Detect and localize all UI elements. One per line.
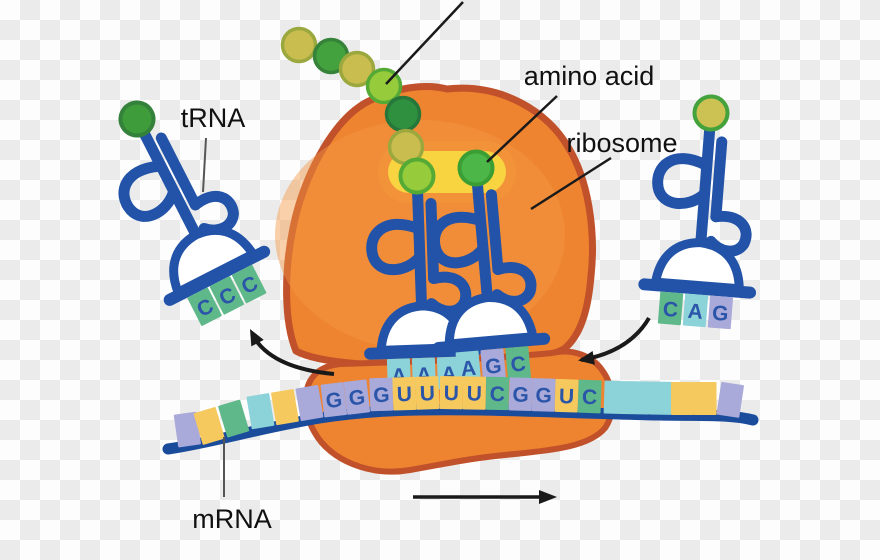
mrna-square xyxy=(671,382,694,415)
trna-stem xyxy=(137,125,203,243)
mrna-nucleotide: U xyxy=(554,378,579,413)
amino-acid-ball xyxy=(338,50,376,88)
mrna-label: mRNA xyxy=(192,504,272,534)
trna-left-loop xyxy=(366,218,425,276)
trna-acceptor-arm xyxy=(485,189,504,275)
mrna-letter: U xyxy=(467,382,483,405)
amino-acid-ball xyxy=(118,100,156,138)
mrna-square xyxy=(271,389,299,426)
amino-acid-pointer-line xyxy=(486,95,558,163)
mrna-nucleotide: U xyxy=(415,376,440,410)
mrna-nucleotide: G xyxy=(320,382,348,418)
mrna-nucleotide: U xyxy=(462,376,487,410)
anticodon-square: C xyxy=(209,276,245,315)
mrna-letter: U xyxy=(559,385,575,408)
amino-acid-ball xyxy=(280,26,318,64)
mrna-letter: C xyxy=(582,386,598,409)
anticodon-square: C xyxy=(505,346,531,380)
mrna-letter: G xyxy=(535,384,552,408)
anticodon-square: G xyxy=(707,295,734,330)
trna-anticodon-bell xyxy=(651,238,744,294)
trna-base-bar xyxy=(163,245,271,306)
anticodon-square: C xyxy=(187,287,222,326)
anticodon-letter: G xyxy=(484,355,502,379)
mrna-nucleotide: G xyxy=(531,378,556,412)
mrna-nucleotide: C xyxy=(577,379,602,414)
anticodon-square: C xyxy=(231,264,267,304)
mrna-square xyxy=(693,382,717,415)
amino-acid-ball xyxy=(398,157,436,195)
trna-pointer-line xyxy=(202,137,207,193)
mrna-square xyxy=(716,381,744,418)
ribosome-label: ribosome xyxy=(566,128,677,158)
trna-stem xyxy=(471,175,494,305)
trna-anticodon-bell xyxy=(169,225,258,297)
anticodon-letter: A xyxy=(687,300,704,324)
mrna-letter: G xyxy=(325,388,344,413)
trna-enter-arrow xyxy=(578,316,651,365)
mrna-letter: G xyxy=(373,384,390,408)
mrna-square xyxy=(648,381,673,415)
mrna-letter: U xyxy=(396,383,412,406)
amino-acid-label: amino acid xyxy=(524,61,655,91)
mrna-letter: U xyxy=(444,382,460,405)
mrna-letter: G xyxy=(348,386,367,411)
trna-acceptor-arm xyxy=(710,136,728,223)
nascent-chain-pointer-line xyxy=(385,1,464,85)
mrna-letter: C xyxy=(490,383,506,406)
translation-direction-arrow xyxy=(413,490,557,504)
anticodon-letter: C xyxy=(510,352,527,376)
mrna-letter: U xyxy=(419,382,435,405)
trna-label: tRNA xyxy=(181,103,246,133)
trna-left-loop xyxy=(118,160,179,222)
anticodon-letter: G xyxy=(711,302,729,326)
trna-acceptor-arm xyxy=(155,132,201,211)
trna-left-loop xyxy=(429,211,488,269)
trna-left-free: CCC xyxy=(118,100,271,326)
mrna-nucleotide: U xyxy=(392,376,417,411)
anticodon-letter: A xyxy=(460,357,477,381)
amino-acid-ball xyxy=(457,149,495,187)
mrna-square xyxy=(193,407,225,445)
mrna-nucleotide: C xyxy=(485,376,510,411)
trna-exit-arrow xyxy=(250,329,335,376)
trna-stem xyxy=(695,120,716,251)
anticodon-letter: C xyxy=(662,298,679,322)
mrna-square xyxy=(173,411,201,448)
trna-base-bar xyxy=(432,332,551,354)
amino-acid-ball xyxy=(692,94,730,132)
polypeptide-chain xyxy=(280,26,425,166)
anticodon-square: C xyxy=(657,291,684,326)
mrna-nucleotide: G xyxy=(508,377,533,412)
mrna-strand xyxy=(162,404,759,455)
mrna-square xyxy=(626,381,650,415)
ribosome-pointer-line xyxy=(530,156,612,211)
trna-left-loop xyxy=(652,153,711,210)
anticodon-square: A xyxy=(682,293,709,328)
amino-acid-ball xyxy=(384,95,422,133)
mrna-nucleotide: G xyxy=(369,377,394,412)
trna-base-bar xyxy=(638,278,757,299)
mrna-nucleotide: U xyxy=(439,376,464,410)
trna-stem xyxy=(411,183,428,314)
mrna-square xyxy=(246,393,275,430)
mrna-square xyxy=(295,384,324,422)
mrna-square xyxy=(218,399,250,438)
mrna-square xyxy=(603,380,628,415)
trna-anticodon-bell xyxy=(444,293,538,349)
anticodon-square: G xyxy=(480,348,507,383)
anticodon-square: A xyxy=(455,350,482,385)
mrna-letter: G xyxy=(512,383,529,407)
mrna-nucleotide: G xyxy=(343,379,371,415)
